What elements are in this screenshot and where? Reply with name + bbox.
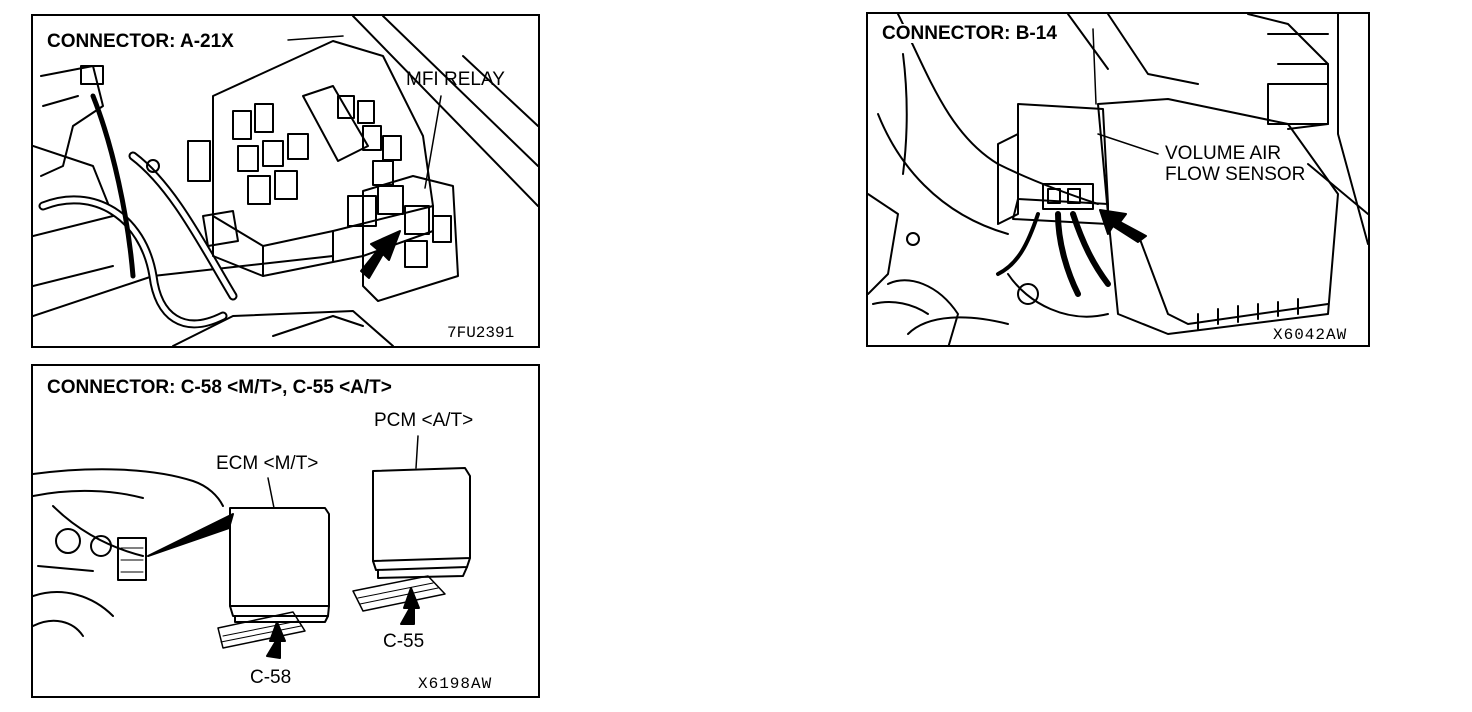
pcm-label: PCM <A/T> xyxy=(374,410,474,431)
c55-label: C-55 xyxy=(383,631,425,652)
maf-label-line2: FLOW SENSOR xyxy=(1165,164,1306,185)
ecm-illustration xyxy=(33,435,471,659)
relay-panel-title: CONNECTOR: A-21X xyxy=(45,31,236,52)
c58-label: C-58 xyxy=(250,667,292,688)
relay-illustration xyxy=(33,16,538,346)
ecm-figure-code: X6198AW xyxy=(418,675,493,693)
maf-panel-title: CONNECTOR: B-14 xyxy=(880,23,1059,44)
maf-label-line1: VOLUME AIR xyxy=(1165,143,1282,164)
ecm-panel-title: CONNECTOR: C-58 <M/T>, C-55 <A/T> xyxy=(45,377,394,398)
maf-connector-panel: CONNECTOR: B-14 VOLUME AIR FLOW SENSOR X… xyxy=(866,12,1370,347)
mfi-relay-label: MFI RELAY xyxy=(406,69,505,90)
relay-figure-code: 7FU2391 xyxy=(447,324,515,342)
relay-connector-panel: CONNECTOR: A-21X MFI RELAY 7FU2391 xyxy=(31,14,540,348)
maf-figure-code: X6042AW xyxy=(1273,326,1348,344)
ecm-connector-panel: CONNECTOR: C-58 <M/T>, C-55 <A/T> PCM <A… xyxy=(31,364,540,698)
maf-illustration xyxy=(868,14,1368,345)
ecm-label: ECM <M/T> xyxy=(216,453,319,474)
